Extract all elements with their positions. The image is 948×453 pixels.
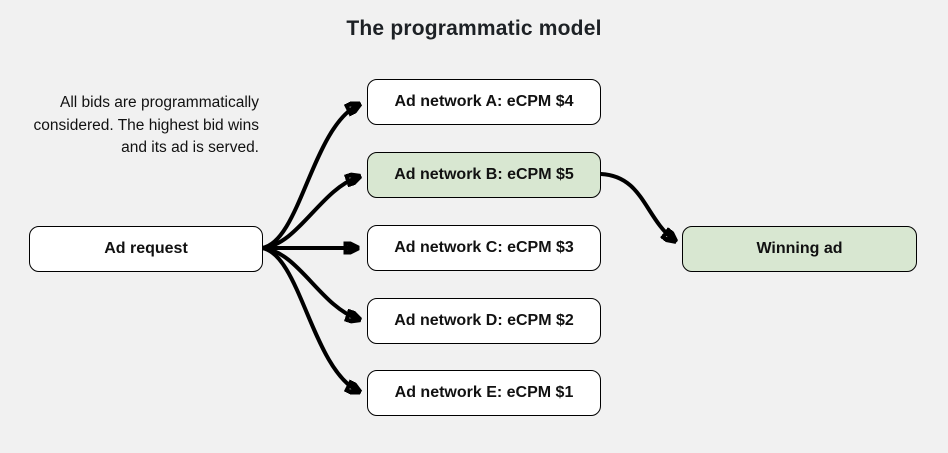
arrow-request-to-e (260, 246, 358, 391)
node-ad-network-e: Ad network E: eCPM $1 (367, 370, 601, 416)
arrow-request-to-a (260, 105, 358, 250)
arrow-request-to-d (260, 246, 358, 319)
node-label: Winning ad (756, 240, 843, 257)
node-label: Ad network A: eCPM $4 (394, 93, 574, 110)
node-label: Ad network D: eCPM $2 (394, 312, 574, 329)
diagram-title: The programmatic model (346, 17, 602, 40)
node-label: Ad network C: eCPM $3 (394, 239, 574, 256)
diagram-description: All bids are programmatically considered… (33, 94, 259, 156)
node-ad-network-c: Ad network C: eCPM $3 (367, 225, 601, 271)
arrow-request-to-b (260, 177, 358, 250)
node-ad-network-b-highest-bid: Ad network B: eCPM $5 (367, 152, 601, 198)
node-ad-request: Ad request (29, 226, 263, 272)
arrow-b-to-winning (599, 172, 674, 240)
node-label: Ad network B: eCPM $5 (394, 166, 574, 183)
node-winning-ad: Winning ad (682, 226, 917, 272)
node-label: Ad network E: eCPM $1 (394, 384, 574, 401)
node-ad-network-d: Ad network D: eCPM $2 (367, 298, 601, 344)
node-label: Ad request (104, 240, 188, 257)
node-ad-network-a: Ad network A: eCPM $4 (367, 79, 601, 125)
